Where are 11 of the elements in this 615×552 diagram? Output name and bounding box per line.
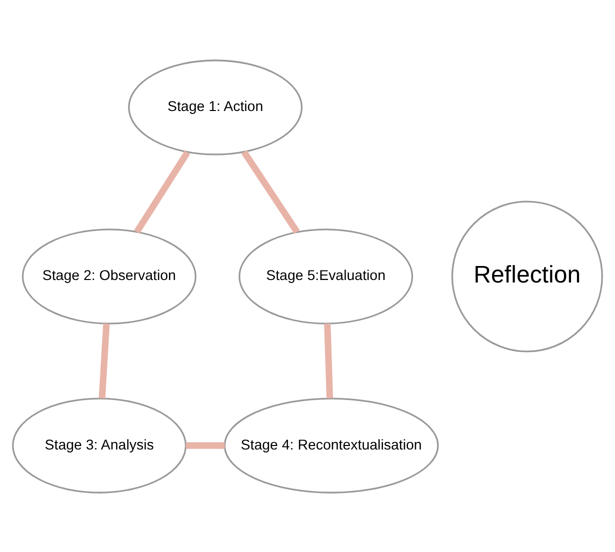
connector bbox=[134, 150, 190, 234]
node-ellipse: Stage 1: Action bbox=[128, 59, 303, 155]
node-ellipse: Stage 4: Recontextualisation bbox=[224, 397, 439, 493]
node-ellipse: Stage 3: Analysis bbox=[12, 397, 187, 493]
node-circle: Reflection bbox=[451, 200, 603, 352]
connector bbox=[98, 322, 110, 398]
connector bbox=[241, 150, 300, 234]
node-ellipse: Stage 5:Evaluation bbox=[238, 228, 414, 324]
connector bbox=[186, 442, 225, 448]
node-ellipse: Stage 2: Observation bbox=[22, 228, 196, 324]
connector bbox=[324, 323, 334, 398]
